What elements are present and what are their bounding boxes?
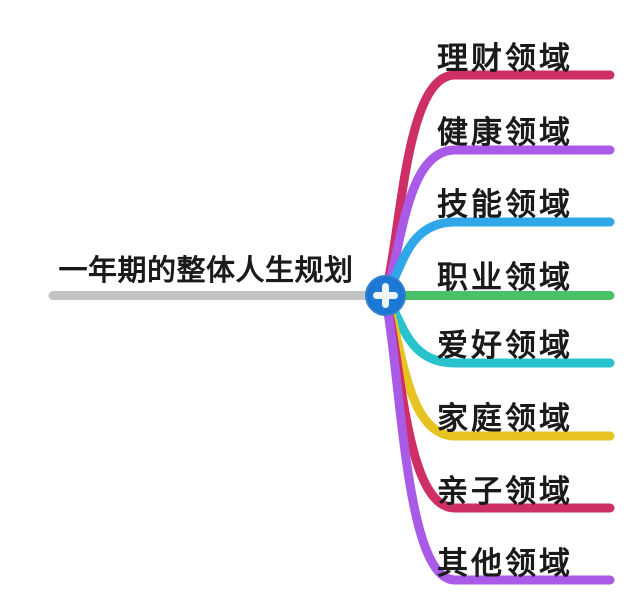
plus-icon <box>365 275 406 316</box>
root-topic[interactable]: 一年期的整体人生规划 <box>58 255 354 287</box>
branch-topic-health[interactable]: 健康领域 <box>437 115 573 150</box>
add-branch-button[interactable] <box>365 275 406 316</box>
branch-line-7 <box>380 291 615 585</box>
branch-topic-family[interactable]: 家庭领域 <box>437 401 573 436</box>
branch-topic-finance[interactable]: 理财领域 <box>437 41 573 76</box>
branch-topic-other[interactable]: 其他领域 <box>437 546 573 581</box>
branch-topic-hobby[interactable]: 爱好领域 <box>437 328 573 363</box>
branch-topic-skill[interactable]: 技能领域 <box>437 187 573 222</box>
branch-topic-career[interactable]: 职业领域 <box>437 260 573 295</box>
branch-topic-parenting[interactable]: 亲子领域 <box>437 474 573 509</box>
